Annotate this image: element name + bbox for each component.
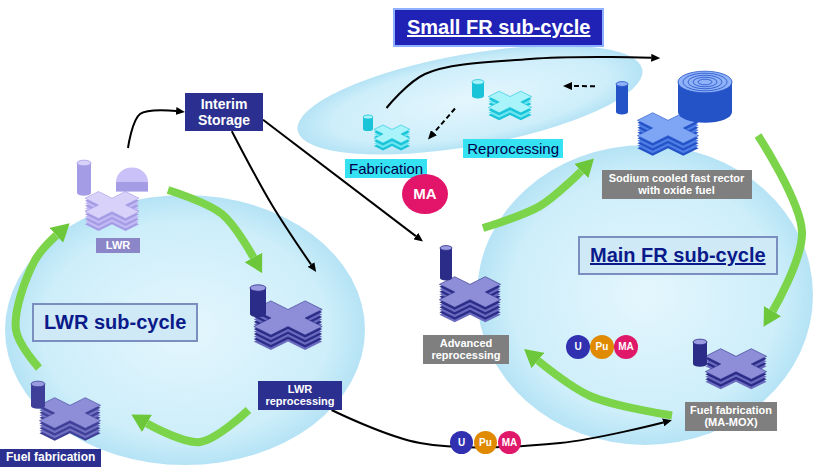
element-chip: Pu xyxy=(474,431,497,454)
storage-box: Interim Storage xyxy=(185,93,263,131)
cycle-arrow xyxy=(538,361,672,416)
plant-building xyxy=(39,398,100,441)
tank-ring xyxy=(688,75,722,89)
cycle-arrow xyxy=(758,136,802,312)
lwr-cycle-region xyxy=(5,195,365,465)
node-text: Interim Storage xyxy=(189,96,259,128)
facility-label: Fuel fabrication (MA-MOX) xyxy=(672,328,790,431)
flow-arrow xyxy=(434,109,455,133)
cycle-arrow xyxy=(168,190,253,257)
node-text: Pu xyxy=(479,437,492,449)
plant-tank xyxy=(363,115,373,131)
reactor-label: LWR xyxy=(68,148,168,253)
actinide-circle: MA xyxy=(402,174,448,214)
node-text: MA xyxy=(618,341,634,353)
node-text: Small FR sub-cycle xyxy=(407,16,590,39)
cycle-label: LWR sub-cycle xyxy=(32,303,198,342)
facility-name: Fuel fabrication xyxy=(0,449,101,467)
facility-name: LWR reprocessing xyxy=(258,381,342,410)
element-chip: MA xyxy=(498,431,521,454)
reactor-label: Sodium cooled fast rector with oxide fue… xyxy=(595,58,758,199)
title-box: Small FR sub-cycle xyxy=(393,8,604,47)
plant-building xyxy=(439,277,500,323)
plant-building xyxy=(488,91,531,120)
node-text: LWR sub-cycle xyxy=(44,311,186,334)
node-text: U xyxy=(458,437,465,449)
plant-building xyxy=(705,349,766,390)
cycle-label: Main FR sub-cycle xyxy=(578,236,778,275)
plant-tank xyxy=(77,160,91,196)
small-fr-cycle-region xyxy=(290,24,651,175)
node-text: Pu xyxy=(596,341,609,353)
plant-tank xyxy=(250,285,266,317)
facility-label: Fabrication xyxy=(345,108,428,178)
plant-tank xyxy=(616,82,628,115)
element-chip: Pu xyxy=(590,335,614,359)
element-chip: U xyxy=(450,431,473,454)
facility-name: Advanced reprocessing xyxy=(423,335,509,364)
plant-tank xyxy=(693,339,707,367)
facility-label: LWR reprocessing xyxy=(238,272,342,410)
tank-ring xyxy=(683,73,727,91)
flow-arrow xyxy=(572,85,595,87)
plant-tank xyxy=(678,71,732,123)
reactor-dome xyxy=(116,168,148,192)
facility-name: Reprocessing xyxy=(463,139,563,158)
node-text: MA xyxy=(413,185,436,202)
plant-building xyxy=(85,192,139,232)
cycle-arrow xyxy=(147,410,248,442)
facility-label: Advanced reprocessing xyxy=(423,228,523,364)
cycle-arrow xyxy=(483,171,581,228)
facility-label: Fuel fabrication xyxy=(0,368,130,467)
cycle-arrow xyxy=(16,235,57,368)
element-chip: MA xyxy=(614,335,638,359)
facility-name: Sodium cooled fast rector with oxide fue… xyxy=(602,170,752,199)
node-text: Main FR sub-cycle xyxy=(590,244,766,267)
tank-ring xyxy=(693,77,717,87)
node-text: U xyxy=(574,341,581,353)
plant-building xyxy=(374,125,410,151)
facility-label: Reprocessing xyxy=(455,68,563,158)
plant-tank xyxy=(472,80,484,99)
plant-tank xyxy=(31,381,45,409)
element-chip: U xyxy=(566,335,590,359)
flow-arrow xyxy=(387,57,652,108)
plant-tank xyxy=(440,246,452,281)
facility-name: LWR xyxy=(96,238,140,253)
main-fr-cycle-region xyxy=(477,145,813,445)
tank-ring xyxy=(698,79,712,85)
node-text: MA xyxy=(502,437,518,449)
facility-name: Fuel fabrication (MA-MOX) xyxy=(685,402,777,431)
flow-arrow xyxy=(128,110,176,148)
